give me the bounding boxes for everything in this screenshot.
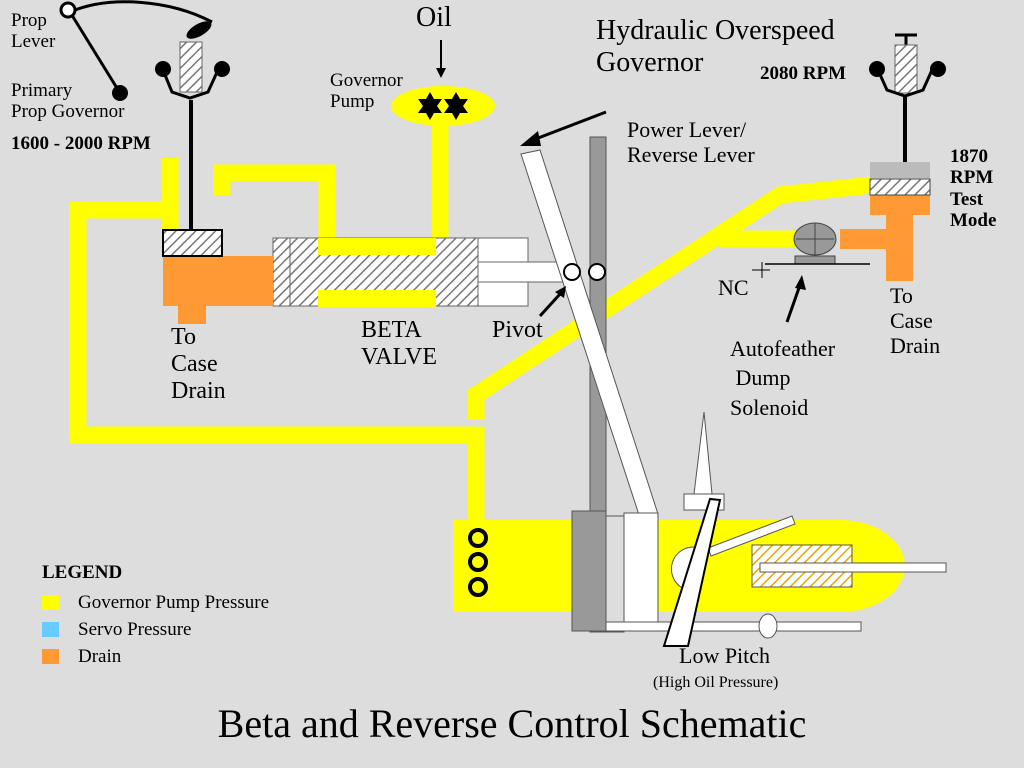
servo-internals (571, 411, 947, 647)
prop-lever (59, 0, 213, 101)
pivot-ring-right (588, 263, 606, 281)
legend-item-governor-pressure: Governor Pump Pressure (42, 589, 269, 616)
legend-label: Servo Pressure (78, 618, 192, 640)
pump-to-valve-line (213, 110, 449, 256)
governor-pump-housing (391, 86, 495, 126)
power-lever-arrow-head (520, 131, 541, 146)
pivot-arrow-head (555, 286, 566, 298)
left-loop-line (69, 201, 485, 612)
primary-governor-flyweights (155, 41, 230, 230)
left-drain (163, 256, 273, 324)
servo-port-rings (468, 528, 488, 597)
power-lever-arrow (532, 110, 607, 142)
governor-pressure-lines (69, 110, 873, 612)
legend-item-drain: Drain (42, 643, 269, 670)
oil-label: Oil (416, 2, 452, 33)
overspeed-rpm-label: 2080 RPM (760, 63, 847, 84)
high-oil-pressure-label: (High Oil Pressure) (653, 674, 779, 691)
overspeed-governor (869, 33, 946, 178)
legend-swatch (42, 595, 59, 610)
legend-label: Governor Pump Pressure (78, 591, 270, 613)
oil-arrow-head (436, 68, 446, 78)
solenoid-pointer (785, 284, 802, 323)
legend-label: Drain (78, 645, 122, 667)
legend-swatch (42, 622, 59, 637)
diagonal-to-overspeed-line (467, 176, 873, 420)
pump-gears-icon (418, 92, 468, 120)
overspeed-piston (869, 178, 931, 196)
legend: LEGEND Governor Pump Pressure Servo Pres… (42, 562, 269, 670)
pivot-arrow (538, 292, 562, 318)
beta-valve (272, 237, 571, 307)
page-title: Beta and Reverse Control Schematic (217, 701, 807, 746)
autofeather-solenoid (752, 222, 870, 278)
legend-title: LEGEND (42, 562, 123, 583)
right-drain (840, 195, 930, 281)
power-lever-label: Power Lever/Reverse Lever (627, 117, 755, 167)
primary-rpm-label: 1600 - 2000 RPM (11, 133, 151, 154)
low-pitch-label: Low Pitch (679, 643, 771, 668)
primary-governor-piston (162, 229, 223, 257)
pivot-label: Pivot (492, 317, 543, 343)
solenoid-pointer-head (795, 275, 806, 290)
pivot-ring-left (563, 263, 581, 281)
legend-item-servo-pressure: Servo Pressure (42, 616, 269, 643)
legend-swatch (42, 649, 59, 664)
nc-label: NC (718, 275, 749, 300)
